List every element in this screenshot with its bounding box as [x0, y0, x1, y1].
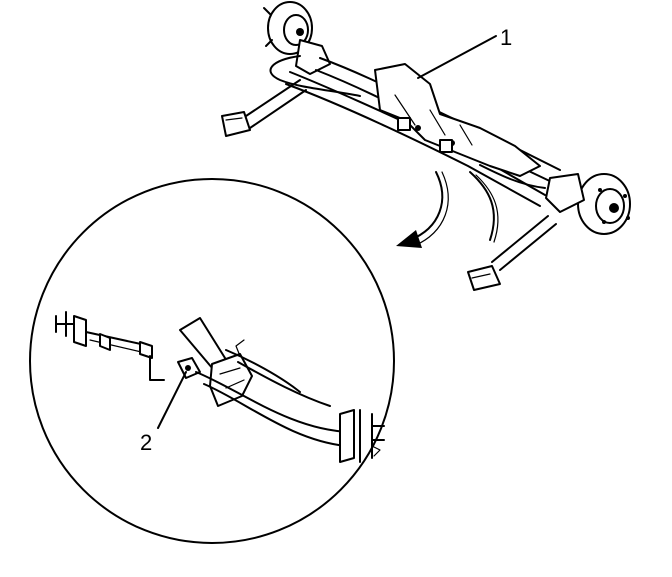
- frame-bracket-left: [55, 311, 75, 337]
- left-trailing-arm: [221, 79, 307, 137]
- brake-cable-right: [479, 164, 546, 189]
- callout-1-leader: [417, 35, 497, 79]
- detail-arrow: [396, 171, 449, 248]
- detail-view: [55, 311, 385, 463]
- left-knuckle: [295, 39, 331, 75]
- detail-magnifier-circle: [29, 178, 395, 544]
- frame-bracket-right: [339, 409, 355, 463]
- right-knuckle: [545, 173, 585, 213]
- brake-cable-lower: [469, 171, 495, 241]
- crossmember-ribs: [394, 94, 473, 146]
- mount-block-1: [397, 117, 411, 131]
- callout-number-1: 1: [500, 25, 513, 50]
- rear-axle-assembly: [221, 1, 631, 291]
- callout-number-2: 2: [140, 430, 153, 455]
- right-brake-drum: [577, 173, 631, 235]
- callout-2-leader: [157, 371, 187, 429]
- mount-block-2: [439, 139, 453, 153]
- right-trailing-arm: [467, 215, 557, 291]
- cable-conduit-main: [195, 371, 351, 433]
- brake-cable-left: [269, 55, 361, 97]
